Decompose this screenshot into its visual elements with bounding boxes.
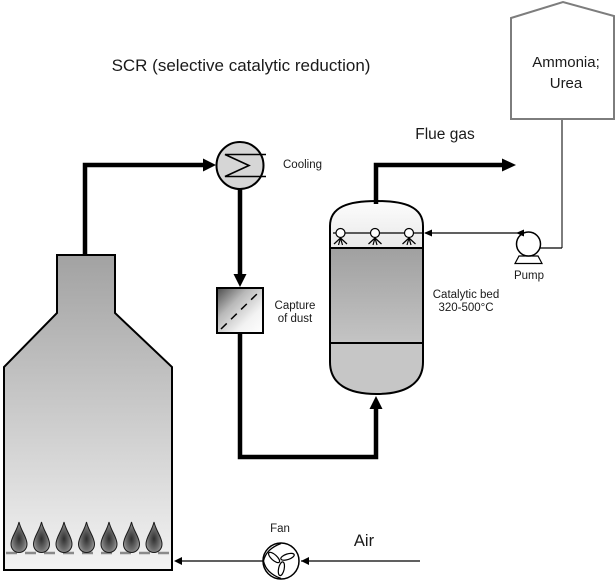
air-label: Air <box>354 532 375 550</box>
arrowhead <box>424 229 432 237</box>
arrowhead <box>233 274 247 287</box>
reactor-bottom <box>329 342 424 396</box>
arrowhead <box>516 229 524 237</box>
pipe-flue-gas <box>373 158 516 204</box>
fan-circle <box>262 542 300 580</box>
dust-capture-unit <box>216 287 264 334</box>
fan <box>262 542 300 580</box>
pump <box>514 231 562 265</box>
catalytic-bed-label-line1: Catalytic bed <box>433 289 499 301</box>
dust-capture-label-line2: of dust <box>278 313 313 325</box>
flue-gas-label: Flue gas <box>415 126 475 143</box>
pipe-dust-to-reactor <box>237 333 383 460</box>
arrowhead <box>174 557 182 565</box>
fan-propeller-icon <box>267 551 295 577</box>
dust-capture-diagonal <box>220 291 260 330</box>
cooler <box>215 141 266 190</box>
arrowhead <box>203 158 216 172</box>
dust-capture-label-line1: Capture <box>275 300 316 312</box>
tank-label-line1: Ammonia; <box>532 54 600 71</box>
pipe-cooling-to-dust <box>233 188 247 287</box>
pump-label: Pump <box>514 270 544 282</box>
tank-shape <box>510 0 615 120</box>
arrowhead <box>502 158 516 172</box>
line-air-to-furnace <box>174 557 420 565</box>
pipe-furnace-to-cooling <box>82 158 216 256</box>
cooler-circle <box>215 141 265 190</box>
pump-base <box>514 255 543 265</box>
catalytic-bed-label-line2: 320-500°C <box>438 302 493 314</box>
tank-label-line2: Urea <box>550 75 583 92</box>
furnace-body <box>3 254 173 571</box>
arrowhead <box>301 557 309 565</box>
cooling-label: Cooling <box>283 159 322 171</box>
cooler-sigma-icon <box>224 153 266 178</box>
fan-label: Fan <box>270 523 290 535</box>
ammonia-urea-tank <box>510 0 615 248</box>
line-pump-to-reactor <box>424 229 524 237</box>
furnace <box>3 254 173 571</box>
page-title: SCR (selective catalytic reduction) <box>112 56 371 75</box>
arrowhead <box>369 396 383 409</box>
pump-circle <box>515 231 542 257</box>
fan-housing-lines <box>262 542 282 580</box>
scr-reactor <box>329 199 424 396</box>
reactor-catalytic-bed <box>329 247 424 344</box>
